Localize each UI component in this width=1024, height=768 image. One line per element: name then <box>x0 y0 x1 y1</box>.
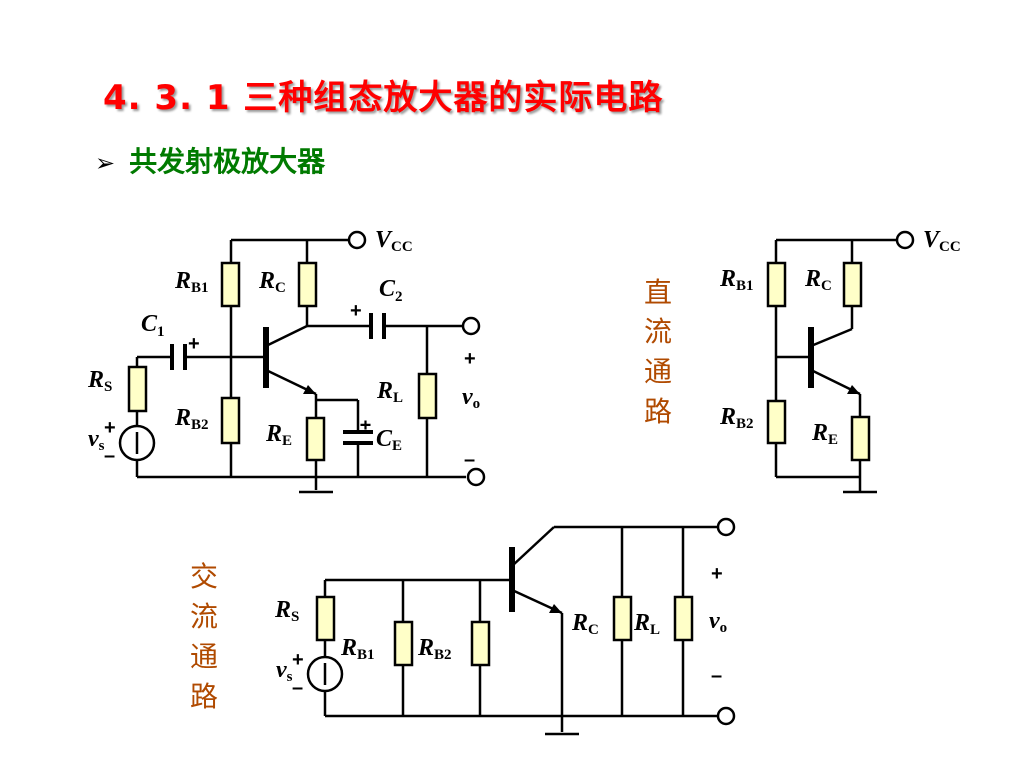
dc-rb1-label: RB1 <box>719 266 754 294</box>
rc-label: RC <box>258 268 286 296</box>
re-label: RE <box>265 421 292 449</box>
dc-vcc-label: VCC <box>923 227 961 255</box>
dc-rc-label: RC <box>804 266 832 294</box>
ce-plusminus: ± <box>360 416 371 438</box>
ac-vo-plus: + <box>711 563 723 585</box>
arrow-bullet-icon: ➢ <box>95 149 116 177</box>
ac-path-char-4: 路 <box>190 680 218 713</box>
dc-path-char-1: 直 <box>644 276 672 309</box>
vcc-label: VCC <box>375 227 413 255</box>
ac-vo-label: vo <box>709 608 727 636</box>
ce-amplifier-labels: VCC RB1 RC C2 + C1 + RS RB2 RE RL ± CE +… <box>87 227 480 471</box>
ce-label: CE <box>376 426 402 454</box>
ac-rb2-label: RB2 <box>417 635 452 663</box>
dc-path-char-2: 流 <box>644 315 672 348</box>
rb1-label: RB1 <box>174 268 209 296</box>
ac-vs-label: vs <box>276 657 293 685</box>
ac-path-labels: RS RB1 RB2 RC RL + vo – vs + – 交 流 通 路 <box>190 560 727 713</box>
ac-vs-plus: + <box>292 649 304 671</box>
ac-path-char-1: 交 <box>190 560 218 593</box>
slide-title: 4. 3. 1 三种组态放大器的实际电路 <box>103 78 664 118</box>
dc-path-circuit <box>766 230 915 494</box>
section-heading-text: 共发射极放大器 <box>129 145 326 178</box>
ac-path-char-2: 流 <box>190 600 218 633</box>
dc-path-char-3: 通 <box>644 355 672 388</box>
c1-plus: + <box>188 333 200 355</box>
ac-rs-label: RS <box>274 597 299 625</box>
ac-path-char-3: 通 <box>190 640 218 673</box>
rb2-label: RB2 <box>174 405 209 433</box>
section-heading: ➢ 共发射极放大器 <box>95 140 325 180</box>
vo-minus: – <box>464 449 475 471</box>
ac-vo-minus: – <box>711 665 722 687</box>
c2-label: C2 <box>379 276 403 305</box>
ac-vs-minus: – <box>292 677 303 699</box>
rl-label: RL <box>376 378 403 406</box>
rs-label: RS <box>87 367 112 395</box>
dc-re-label: RE <box>811 420 838 448</box>
ce-amplifier-circuit <box>118 230 486 494</box>
vs-minus: – <box>104 445 115 467</box>
vo-label: vo <box>462 384 480 412</box>
dc-path-labels: VCC RB1 RC RB2 RE 直 流 通 路 <box>644 227 961 448</box>
ac-rb1-label: RB1 <box>340 635 375 663</box>
dc-rb2-label: RB2 <box>719 404 754 432</box>
dc-path-char-4: 路 <box>644 395 672 428</box>
ac-rc-label: RC <box>571 610 599 638</box>
ac-rl-label: RL <box>633 610 660 638</box>
c2-plus: + <box>350 300 362 322</box>
vs-label: vs <box>88 426 105 454</box>
vs-plus: + <box>104 417 116 439</box>
c1-label: C1 <box>141 311 165 340</box>
vo-plus: + <box>464 348 476 370</box>
ac-path-circuit <box>306 517 736 736</box>
